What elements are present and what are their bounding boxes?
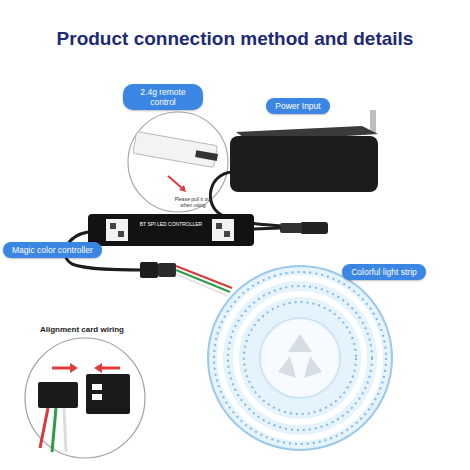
text-label: Alignment card wiring — [40, 325, 150, 335]
pill-text: Power Input — [275, 101, 320, 111]
pill-text: Colorful light strip — [351, 267, 417, 277]
label-pill: Power Input — [266, 98, 329, 114]
label-pill: Colorful light strip — [342, 264, 426, 280]
title: Product connection method and details — [0, 28, 470, 50]
label-pill: 2.4g remote control — [123, 84, 203, 110]
pill-text: Magic color controller — [12, 245, 93, 255]
label-pill: Magic color controller — [3, 242, 102, 258]
text-label: BT SPI LED CONTROLLER — [134, 221, 208, 227]
text-label: Please pull it out when using — [172, 196, 214, 208]
pill-text: 2.4g remote control — [132, 87, 194, 107]
